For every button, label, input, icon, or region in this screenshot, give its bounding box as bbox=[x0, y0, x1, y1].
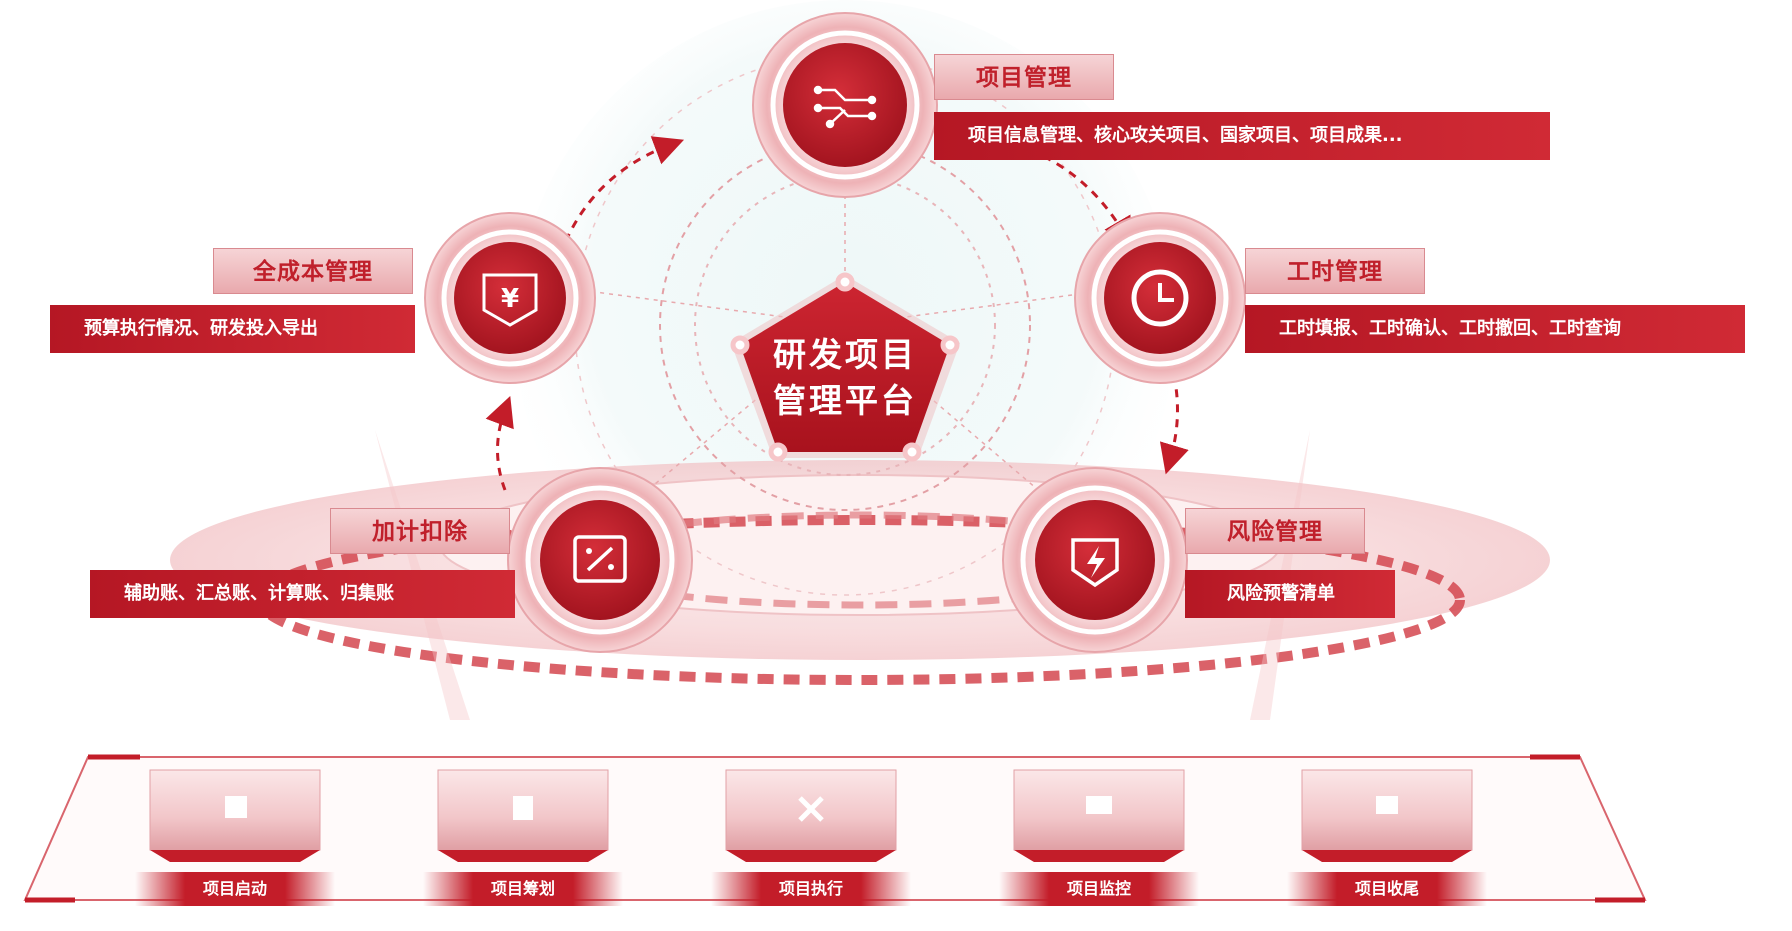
node-project bbox=[752, 12, 938, 198]
stage-box-1 bbox=[149, 769, 321, 862]
lightning-shield-icon bbox=[1071, 538, 1119, 588]
deduct-title: 加计扣除 bbox=[330, 508, 510, 554]
clock-icon bbox=[1131, 269, 1189, 327]
stage-box-5 bbox=[1301, 769, 1473, 862]
stage-label-close: 项目收尾 bbox=[1287, 872, 1487, 906]
node-hours bbox=[1074, 212, 1246, 384]
flag-icon bbox=[1376, 796, 1398, 814]
stage-label-plan: 项目筹划 bbox=[423, 872, 623, 906]
node-risk bbox=[1002, 467, 1188, 653]
hours-mgmt-title: 工时管理 bbox=[1245, 248, 1425, 294]
percent-icon bbox=[573, 535, 627, 583]
tools-icon bbox=[798, 796, 824, 822]
project-mgmt-desc: 项目信息管理、核心攻关项目、国家项目、项目成果... bbox=[934, 112, 1550, 160]
hours-mgmt-desc: 工时填报、工时确认、工时撤回、工时查询 bbox=[1245, 305, 1745, 353]
printer-icon bbox=[225, 796, 247, 818]
stage-label-monitor: 项目监控 bbox=[999, 872, 1199, 906]
center-title: 研发项目 管理平台 bbox=[745, 332, 945, 424]
stage-box-4 bbox=[1013, 769, 1185, 862]
node-cost: ¥ bbox=[424, 212, 596, 384]
stage-box-3 bbox=[725, 769, 897, 862]
risk-mgmt-title: 风险管理 bbox=[1185, 508, 1365, 554]
risk-mgmt-desc: 风险预警清单 bbox=[1185, 570, 1395, 618]
cost-mgmt-desc: 预算执行情况、研发投入导出 bbox=[50, 305, 415, 353]
stage-label-start: 项目启动 bbox=[135, 872, 335, 906]
yuan-icon: ¥ bbox=[482, 273, 538, 327]
cost-mgmt-title: 全成本管理 bbox=[213, 248, 413, 294]
project-mgmt-title: 项目管理 bbox=[934, 54, 1114, 100]
circuit-icon bbox=[813, 85, 877, 129]
node-deduct bbox=[507, 467, 693, 653]
svg-text:¥: ¥ bbox=[501, 284, 519, 314]
document-icon bbox=[513, 796, 533, 820]
deduct-desc: 辅助账、汇总账、计算账、归集账 bbox=[90, 570, 515, 618]
stage-label-execute: 项目执行 bbox=[711, 872, 911, 906]
stage-box-2 bbox=[437, 769, 609, 862]
center-title-line1: 研发项目 bbox=[773, 335, 917, 374]
center-title-line2: 管理平台 bbox=[773, 381, 917, 420]
monitor-icon bbox=[1086, 796, 1112, 814]
